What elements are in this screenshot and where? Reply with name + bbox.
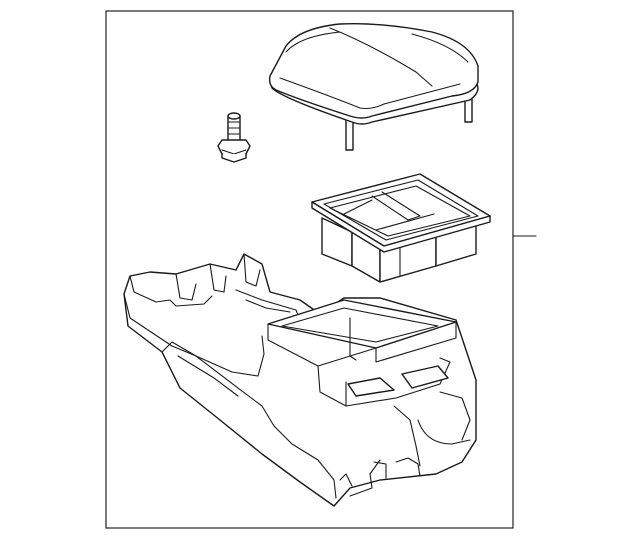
armrest-lid[interactable] — [268, 22, 479, 151]
bolt[interactable] — [217, 112, 251, 163]
console-box[interactable] — [123, 253, 477, 507]
diagram-frame — [105, 10, 514, 529]
storage-tray[interactable] — [311, 173, 491, 283]
